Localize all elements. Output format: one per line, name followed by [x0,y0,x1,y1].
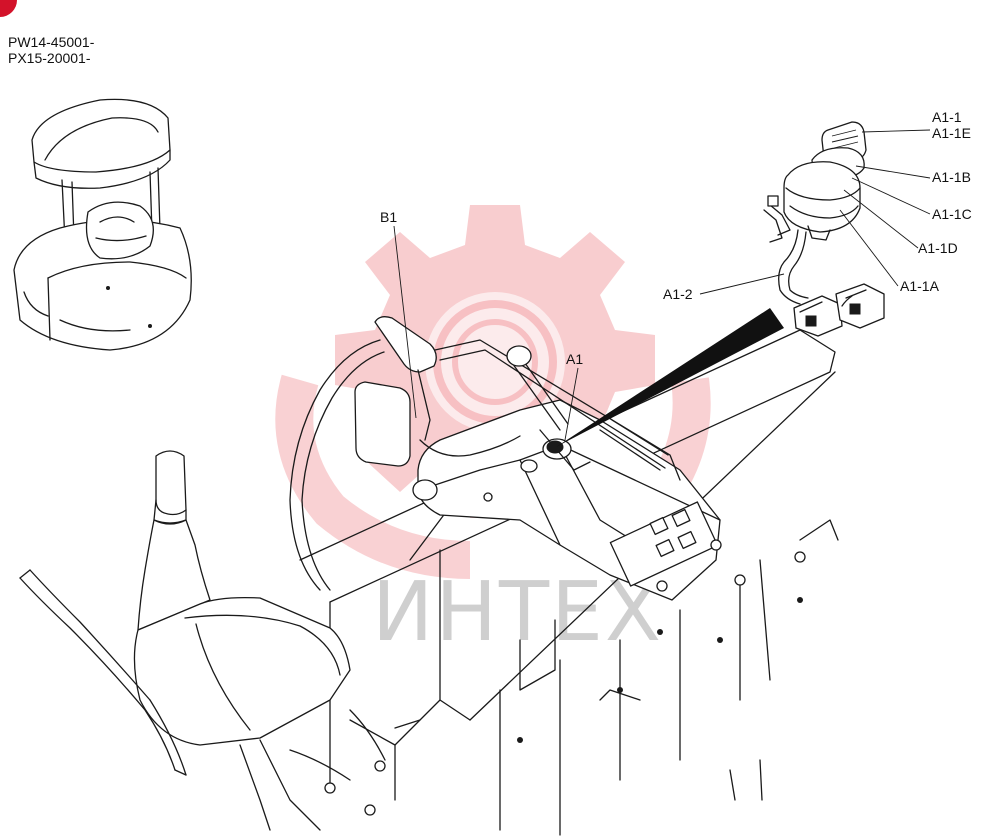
frame-assembly [289,329,839,836]
corner-marker-icon [0,0,17,17]
right-control-console [374,316,722,601]
machine-overview-icon [13,98,192,351]
serial-range-2: PX15-20001- [8,50,91,66]
detail-pointer-wedge [556,308,784,447]
callout-a1: A1 [566,351,583,367]
callout-a1-1e: A1-1E [932,125,971,141]
callout-a1-1a: A1-1A [900,278,940,294]
callout-a1-1: A1-1 [932,109,962,125]
callout-a1-1b: A1-1B [932,169,971,185]
callout-a1-1c: A1-1C [932,206,972,222]
callout-a1-2: A1-2 [663,286,693,302]
callout-b1: B1 [380,209,397,225]
serial-range-1: PW14-45001- [8,34,95,50]
watermark-text: ИНТЕХ [372,565,663,660]
callout-leaders [393,129,931,441]
callout-a1-1d: A1-1D [918,240,958,256]
ignition-key-switch-icon [763,121,885,337]
left-lever-and-seat [19,450,386,831]
